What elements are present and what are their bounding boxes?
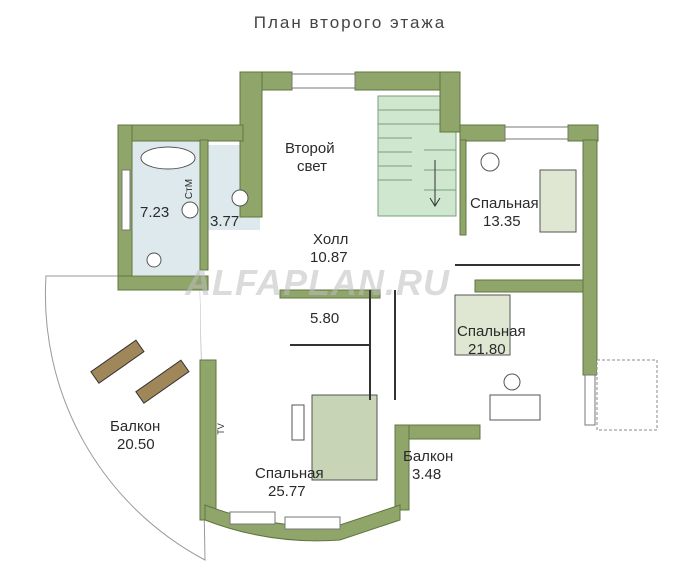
room-bedroom-s-area: 25.77 — [268, 483, 306, 500]
room-second-light-label-1: Второй — [285, 140, 335, 157]
room-bedroom-e-name: Спальная — [457, 323, 526, 340]
room-bedroom-e-area: 21.80 — [468, 341, 506, 358]
room-balcony-s-name: Балкон — [403, 448, 454, 465]
balcony-west-floor — [44, 275, 206, 561]
room-bath-large-area: 7.23 — [140, 204, 170, 221]
room-bedroom-ne-name: Спальная — [470, 195, 539, 212]
stair-steps — [378, 109, 456, 191]
room-hall-area: 10.87 — [310, 249, 348, 266]
room-balcony-w-area: 20.50 — [117, 436, 155, 453]
room-bedroom-ne-area: 13.35 — [483, 213, 521, 230]
stair-arrow — [429, 160, 441, 207]
washer-label: СтМ — [184, 178, 196, 200]
room-balcony-s-area: 3.48 — [412, 466, 442, 483]
room-second-light-label-2: свет — [297, 158, 328, 175]
room-hall-name: Холл — [313, 231, 349, 248]
sun-loungers — [90, 339, 190, 404]
walls — [117, 71, 599, 521]
watermark: ALFAPLAN.RU — [185, 262, 450, 303]
room-bedroom-s-name: Спальная — [255, 465, 324, 482]
furniture — [140, 146, 577, 481]
room-bath-small-area: 3.77 — [210, 213, 240, 230]
wardrobe-rails — [290, 264, 580, 400]
tv-label: TV — [215, 423, 226, 435]
balcony-east-step — [596, 359, 658, 431]
windows — [121, 73, 596, 530]
page-title: План второго этажа — [253, 13, 447, 32]
room-wardrobe-area: 5.80 — [310, 310, 340, 327]
room-balcony-w-name: Балкон — [110, 418, 161, 435]
